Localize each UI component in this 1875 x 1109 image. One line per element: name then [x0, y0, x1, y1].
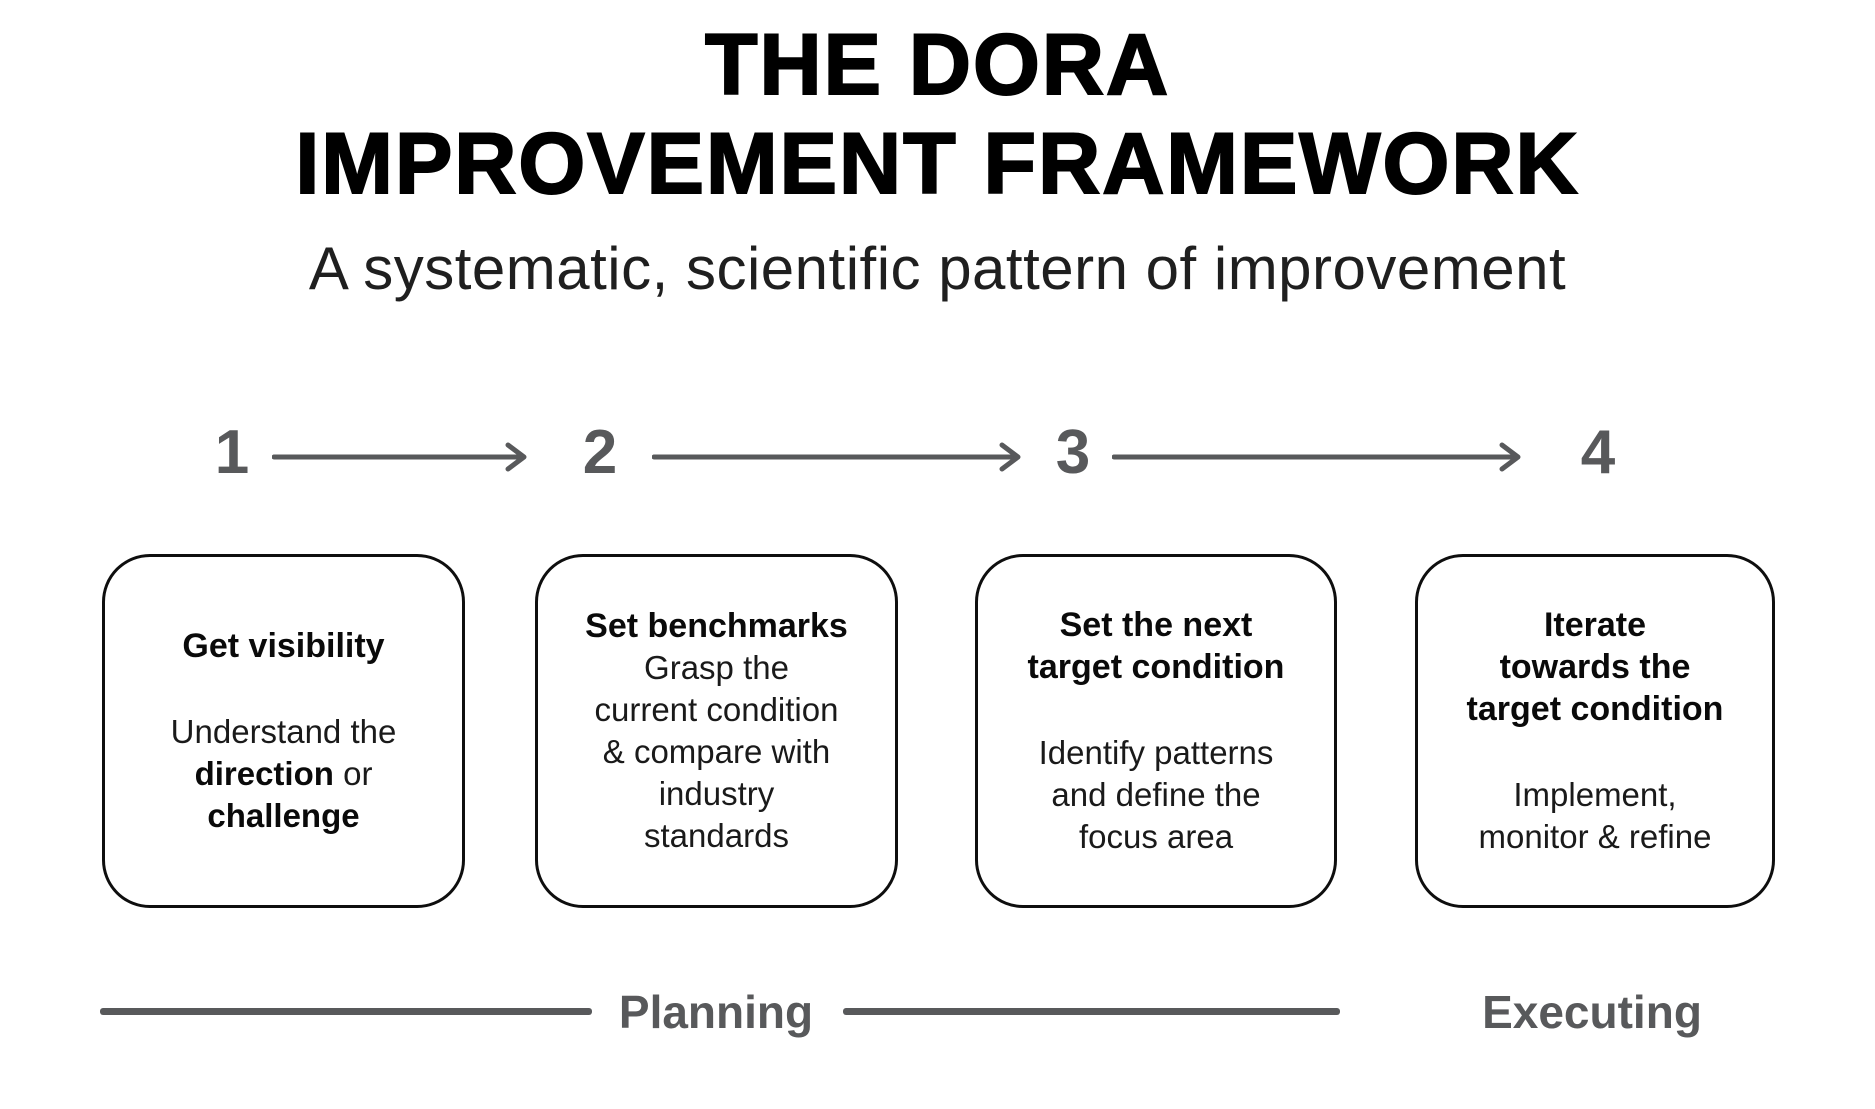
card-body-line: Identify patterns [1038, 734, 1274, 771]
card-heading-line: Get visibility [182, 627, 385, 665]
step-card-set-benchmarks: Set benchmarks Grasp the current conditi… [535, 554, 898, 908]
title-line-2: IMPROVEMENT FRAMEWORK [294, 115, 1580, 213]
card-body: Grasp the current condition & compare wi… [595, 647, 839, 857]
step-card-get-visibility: Get visibility Understand the direction … [102, 554, 465, 908]
step-number-2: 2 [582, 418, 618, 487]
card-heading-line: Set the next [1059, 606, 1253, 644]
planning-phase-line-left [100, 1008, 592, 1015]
card-body-text: Understand the [170, 713, 397, 750]
card-body-line: monitor & refine [1478, 818, 1712, 855]
arrow-right-icon [652, 442, 1021, 472]
card-body-line: Implement, [1513, 776, 1677, 813]
card-body-bold-text: direction [194, 755, 334, 792]
step-card-set-next-target-condition: Set the next target condition Identify p… [975, 554, 1337, 908]
card-heading-line: Iterate [1543, 606, 1647, 644]
card-body-line: industry [658, 775, 775, 812]
card-heading-line: towards the [1499, 648, 1691, 686]
card-body-line: Understand the [171, 711, 397, 753]
page-subtitle: A systematic, scientific pattern of impr… [308, 235, 1567, 302]
arrow-right-icon [1112, 442, 1521, 472]
card-heading-line: target condition [1466, 690, 1724, 728]
step-number-1: 1 [214, 418, 250, 487]
executing-phase-label: Executing [1482, 986, 1702, 1038]
card-body-line: challenge [171, 795, 397, 837]
card-heading-line: target condition [1027, 648, 1285, 686]
card-body-line: direction or [171, 753, 397, 795]
step-number-4: 4 [1580, 418, 1616, 487]
card-heading: Set the next target condition [1028, 604, 1285, 688]
card-body-line: and define the [1051, 776, 1261, 813]
card-body-line: Grasp the [644, 649, 789, 686]
arrow-right-icon [272, 442, 527, 472]
card-body-bold-text: challenge [207, 797, 360, 834]
card-heading: Get visibility [182, 625, 384, 667]
card-body-text: or [333, 755, 373, 792]
card-body-line: & compare with [602, 733, 831, 770]
card-body: Implement, monitor & refine [1479, 774, 1712, 858]
card-heading-line: Set benchmarks [585, 607, 848, 645]
card-body: Understand the direction or challenge [171, 711, 397, 837]
card-heading: Set benchmarks [585, 605, 848, 647]
step-card-iterate-towards-target: Iterate towards the target condition Imp… [1415, 554, 1775, 908]
card-heading: Iterate towards the target condition [1467, 604, 1724, 730]
planning-phase-line-right [843, 1008, 1340, 1015]
step-number-3: 3 [1055, 418, 1091, 487]
card-body: Identify patterns and define the focus a… [1039, 732, 1274, 858]
title-line-1: THE DORA [704, 16, 1171, 114]
planning-phase-label: Planning [618, 986, 814, 1038]
card-body-line: focus area [1078, 818, 1234, 855]
card-body-line: standards [644, 817, 789, 854]
card-body-line: current condition [594, 691, 839, 728]
